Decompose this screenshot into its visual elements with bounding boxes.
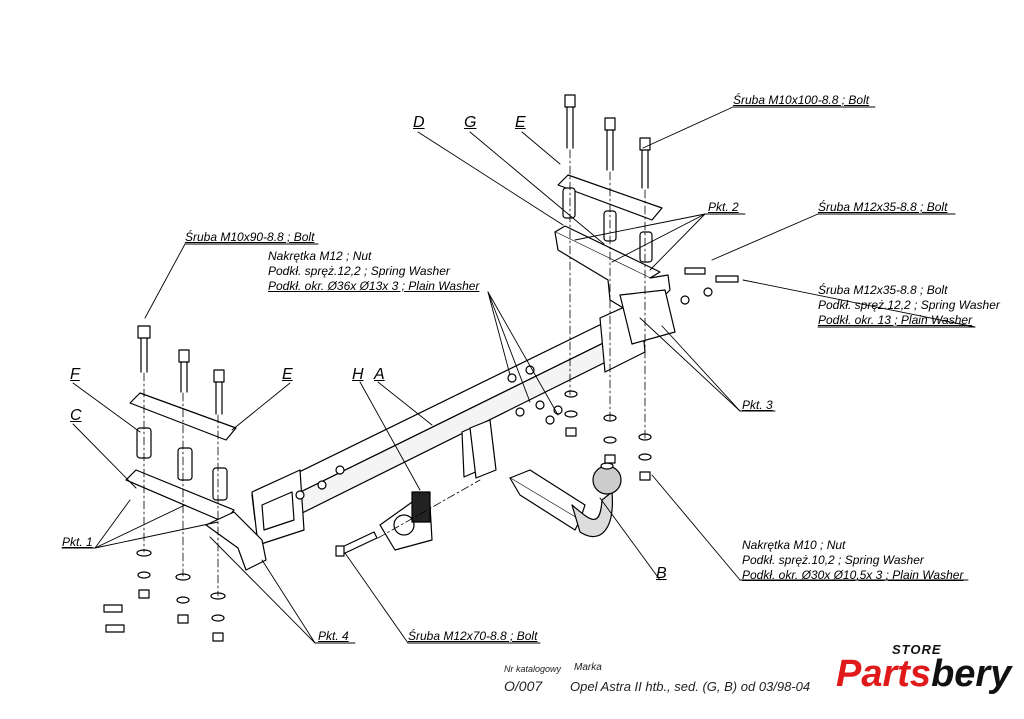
catalog-number-label: Nr katalogowy <box>504 664 562 674</box>
part-letter-e-left: E <box>282 366 293 383</box>
part-letter-b: B <box>656 565 667 582</box>
plate-g <box>557 174 663 221</box>
crossbar-a <box>251 299 646 546</box>
part-letter-g: G <box>464 114 477 131</box>
label-nut-m12-group: Nakrętka M12 ; Nut Podkł. spręż.12,2 ; S… <box>268 249 480 293</box>
part-letter-d: D <box>413 114 425 131</box>
spacers-left <box>136 427 228 501</box>
brand-name-part1: Parts <box>836 653 932 695</box>
brand-name: Partsbery <box>836 652 1011 696</box>
center-lines <box>143 149 646 597</box>
part-letter-f: F <box>70 366 80 383</box>
make-label: Marka <box>574 662 602 673</box>
vehicle-model: Opel Astra II htb., sed. (G, B) od 03/98… <box>570 679 811 694</box>
label-pkt3: Pkt. 3 <box>742 398 773 412</box>
nuts-bar <box>295 365 563 500</box>
label-bolt-m12x35-top: Śruba M12x35-8.8 ; Bolt <box>818 200 948 214</box>
label-pkt2: Pkt. 2 <box>708 200 739 214</box>
brand-name-part2: bery <box>931 653 1012 695</box>
bolt-m12x70 <box>335 531 378 557</box>
label-bolt-m12x70: Śruba M12x70-8.8 ; Bolt <box>408 629 538 643</box>
label-bolt-m12x35-group: Śruba M12x35-8.8 ; Bolt Podkł. spręż.12,… <box>818 283 1000 327</box>
bracket-c <box>125 469 267 571</box>
washers-left <box>103 549 226 642</box>
label-nut-m10-group: Nakrętka M10 ; Nut Podkł. spręż.10,2 ; S… <box>742 538 964 582</box>
leader-lines <box>61 106 976 644</box>
label-bolt-m10x90: Śruba M10x90-8.8 ; Bolt <box>185 230 315 244</box>
label-pkt4: Pkt. 4 <box>318 629 349 643</box>
bolts-m10x90 <box>137 325 225 415</box>
label-bolt-m10x100: Śruba M10x100-8.8 ; Bolt <box>733 93 870 107</box>
socket-plate-h <box>379 491 433 551</box>
part-letter-a: A <box>374 366 385 383</box>
part-letter-h: H <box>352 366 364 383</box>
part-letter-c: C <box>70 407 82 424</box>
ball-neck-b <box>509 462 622 538</box>
part-letter-e-top: E <box>515 114 526 131</box>
bolts-m10x100 <box>564 94 651 189</box>
catalog-number: O/007 <box>504 678 543 694</box>
label-pkt1: Pkt. 1 <box>62 535 93 549</box>
brand-store-text: STORE <box>892 642 942 657</box>
